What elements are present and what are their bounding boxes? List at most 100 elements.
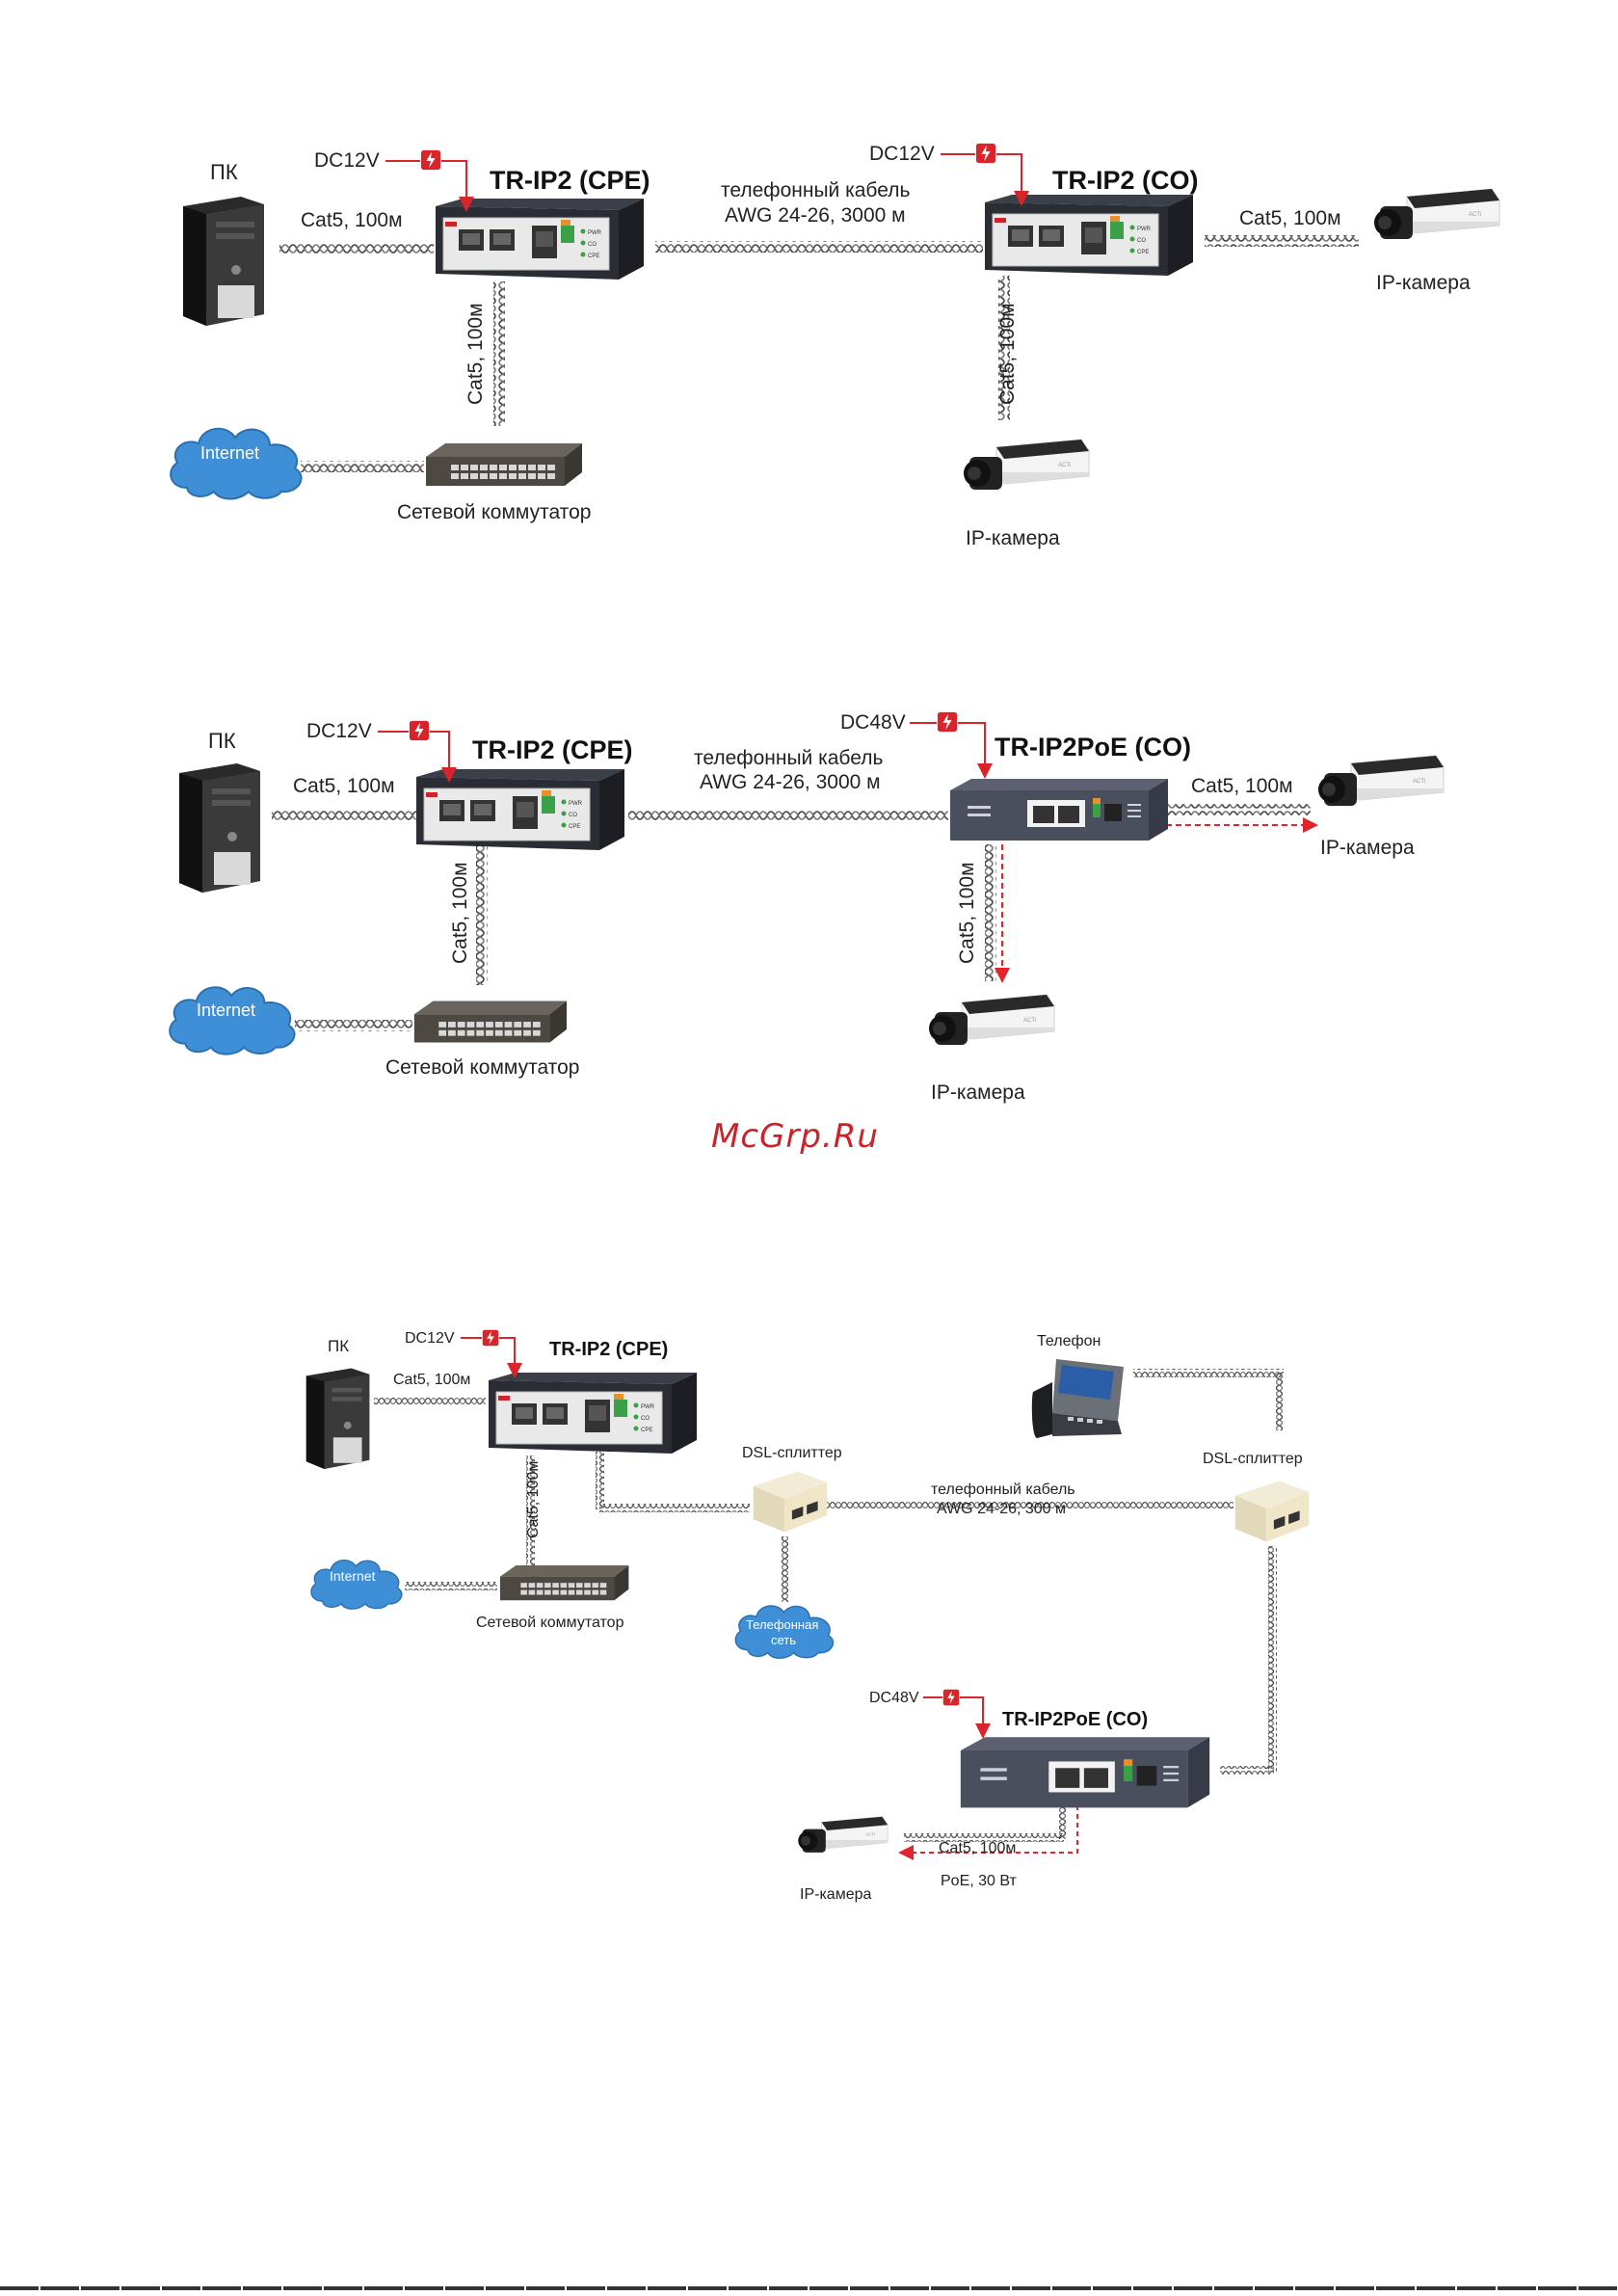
phone-label: Телефон (1037, 1333, 1101, 1349)
cable-phone-line (655, 241, 983, 253)
cpe-title: TR-IP2 (CPE) (472, 735, 633, 764)
cable-co-camera-v (1058, 1797, 1067, 1839)
dsl-splitter-icon (753, 1471, 828, 1533)
tr-ip2poe-co-device (950, 779, 1168, 841)
splitter-left-label: DSL-сплиттер (742, 1445, 842, 1461)
cpe-title: TR-IP2 (CPE) (549, 1339, 668, 1360)
dc-co-label: DC48V (869, 1690, 919, 1706)
camera-bottom-label: IP-камера (966, 527, 1060, 549)
co-title: TR-IP2 (CO) (1052, 166, 1199, 195)
co-title: TR-IP2PoE (CO) (1002, 1709, 1148, 1730)
cable-phone-splitter-v (1276, 1373, 1285, 1430)
camera-right-label: IP-камера (1320, 837, 1415, 859)
cat5-right-label: Cat5, 100м (1239, 207, 1341, 229)
ip-camera-icon (963, 439, 1090, 491)
power-lightning-icon (937, 711, 958, 733)
cloud-icon (169, 986, 296, 1055)
pc-tower-icon (305, 1368, 370, 1470)
tr-ip2-cpe-device (488, 1372, 698, 1455)
network-switch-icon (426, 443, 582, 486)
pc-tower-icon (183, 197, 264, 326)
cable-cpe-switch (493, 281, 505, 426)
power-lightning-icon (420, 149, 441, 171)
cat5-down-label: Cat5, 100м (525, 1461, 542, 1538)
cable-splitter-network (780, 1536, 788, 1602)
cable-co-camera-down (985, 844, 996, 981)
watermark: McGrp.Ru (711, 1117, 879, 1156)
internet-label: Internet (197, 1001, 255, 1020)
cable-co-camera-down (998, 276, 1010, 420)
co-title: TR-IP2PoE (CO) (995, 733, 1191, 761)
power-lightning-icon (482, 1329, 499, 1347)
switch-label: Сетевой коммутатор (397, 501, 591, 523)
tr-ip2-co-device (984, 194, 1194, 277)
poe-label: PoE, 30 Вт (941, 1873, 1018, 1889)
cat5-right-label: Cat5, 100м (1191, 775, 1293, 797)
cat5-down-right-label: Cat5, 100м (996, 303, 1019, 405)
dc-co-label: DC12V (869, 143, 935, 165)
internet-label: Internet (330, 1568, 376, 1584)
cable-pc-cpe (279, 243, 434, 254)
cable-label-1: телефонный кабель (931, 1482, 1075, 1498)
pc-label: ПК (210, 160, 238, 184)
phone-net-label-2: сеть (771, 1633, 796, 1647)
cable-pc-cpe (374, 1398, 486, 1406)
ip-camera-icon (1373, 188, 1500, 240)
power-lightning-icon (942, 1689, 960, 1706)
cat5-pc-label: Cat5, 100м (393, 1372, 470, 1388)
cable-co-camera-h (904, 1833, 1064, 1842)
cable-splitter-co-v (1268, 1546, 1277, 1772)
dc-co-label: DC48V (840, 711, 906, 734)
switch-label: Сетевой коммутатор (385, 1056, 579, 1079)
pc-label: ПК (328, 1337, 349, 1355)
cpe-title: TR-IP2 (CPE) (490, 166, 650, 195)
dsl-splitter-icon (1234, 1481, 1310, 1542)
desk-phone-icon (1031, 1359, 1124, 1438)
cable-cpe-down (596, 1452, 604, 1509)
dc-cpe-label: DC12V (405, 1330, 455, 1347)
cable-label-2: AWG 24-26, 300 м (937, 1501, 1066, 1517)
splitter-right-label: DSL-сплиттер (1203, 1451, 1303, 1467)
phone-net-label-1: Телефонная (746, 1617, 818, 1632)
cable-internet-switch (295, 1020, 412, 1031)
cat5-down-left-label: Cat5, 100м (464, 303, 487, 405)
diagram-2: ПК Cat5, 100м DC12V TR-IP2 (CPE) телефон… (169, 711, 1445, 1104)
cable-label-1: телефонный кабель (694, 747, 883, 769)
cable-label-2: AWG 24-26, 3000 м (725, 204, 906, 227)
network-switch-icon (499, 1565, 629, 1601)
ip-camera-icon (928, 994, 1055, 1046)
cloud-icon (170, 427, 303, 500)
pc-label: ПК (208, 729, 236, 753)
page-bottom-rule (0, 2286, 1618, 2290)
cat5-down-left-label: Cat5, 100м (449, 862, 471, 964)
cable-internet-switch (405, 1582, 497, 1590)
tr-ip2poe-co-device (960, 1737, 1210, 1808)
cable-phone-line (628, 810, 948, 821)
power-lightning-icon (975, 143, 996, 164)
ip-camera-icon (1317, 755, 1445, 807)
cable-label-1: телефонный кабель (721, 179, 910, 201)
cable-label-2: AWG 24-26, 3000 м (700, 771, 881, 793)
dc-cpe-label: DC12V (306, 720, 372, 742)
tr-ip2-cpe-device (435, 198, 645, 280)
tr-ip2-cpe-device (415, 768, 625, 851)
dc-cpe-label: DC12V (314, 149, 380, 172)
cable-cpe-switch (526, 1455, 535, 1590)
ip-camera-icon (797, 1816, 889, 1854)
diagram-1: ПК Cat5, 100м DC12V TR-IP2 (CPE) телефон… (170, 143, 1500, 549)
cable-internet-switch (301, 461, 424, 472)
camera-bottom-label: IP-камера (931, 1081, 1025, 1104)
cable-splitter-co-h (1220, 1766, 1274, 1775)
camera-label: IP-камера (800, 1886, 871, 1903)
cable-co-camera (1166, 804, 1311, 815)
cat5-cam-label: Cat5, 100м (939, 1840, 1016, 1856)
cable-pc-cpe (272, 810, 416, 821)
poe-dashed (898, 1797, 1078, 1860)
cable-cpe-switch (476, 844, 488, 985)
network-switch-icon (413, 1001, 568, 1043)
cable-phone-line (825, 1500, 1233, 1508)
cable-phone-splitter-h (1133, 1369, 1284, 1377)
camera-right-label: IP-камера (1376, 272, 1471, 294)
cat5-down-right-label: Cat5, 100м (956, 862, 978, 964)
